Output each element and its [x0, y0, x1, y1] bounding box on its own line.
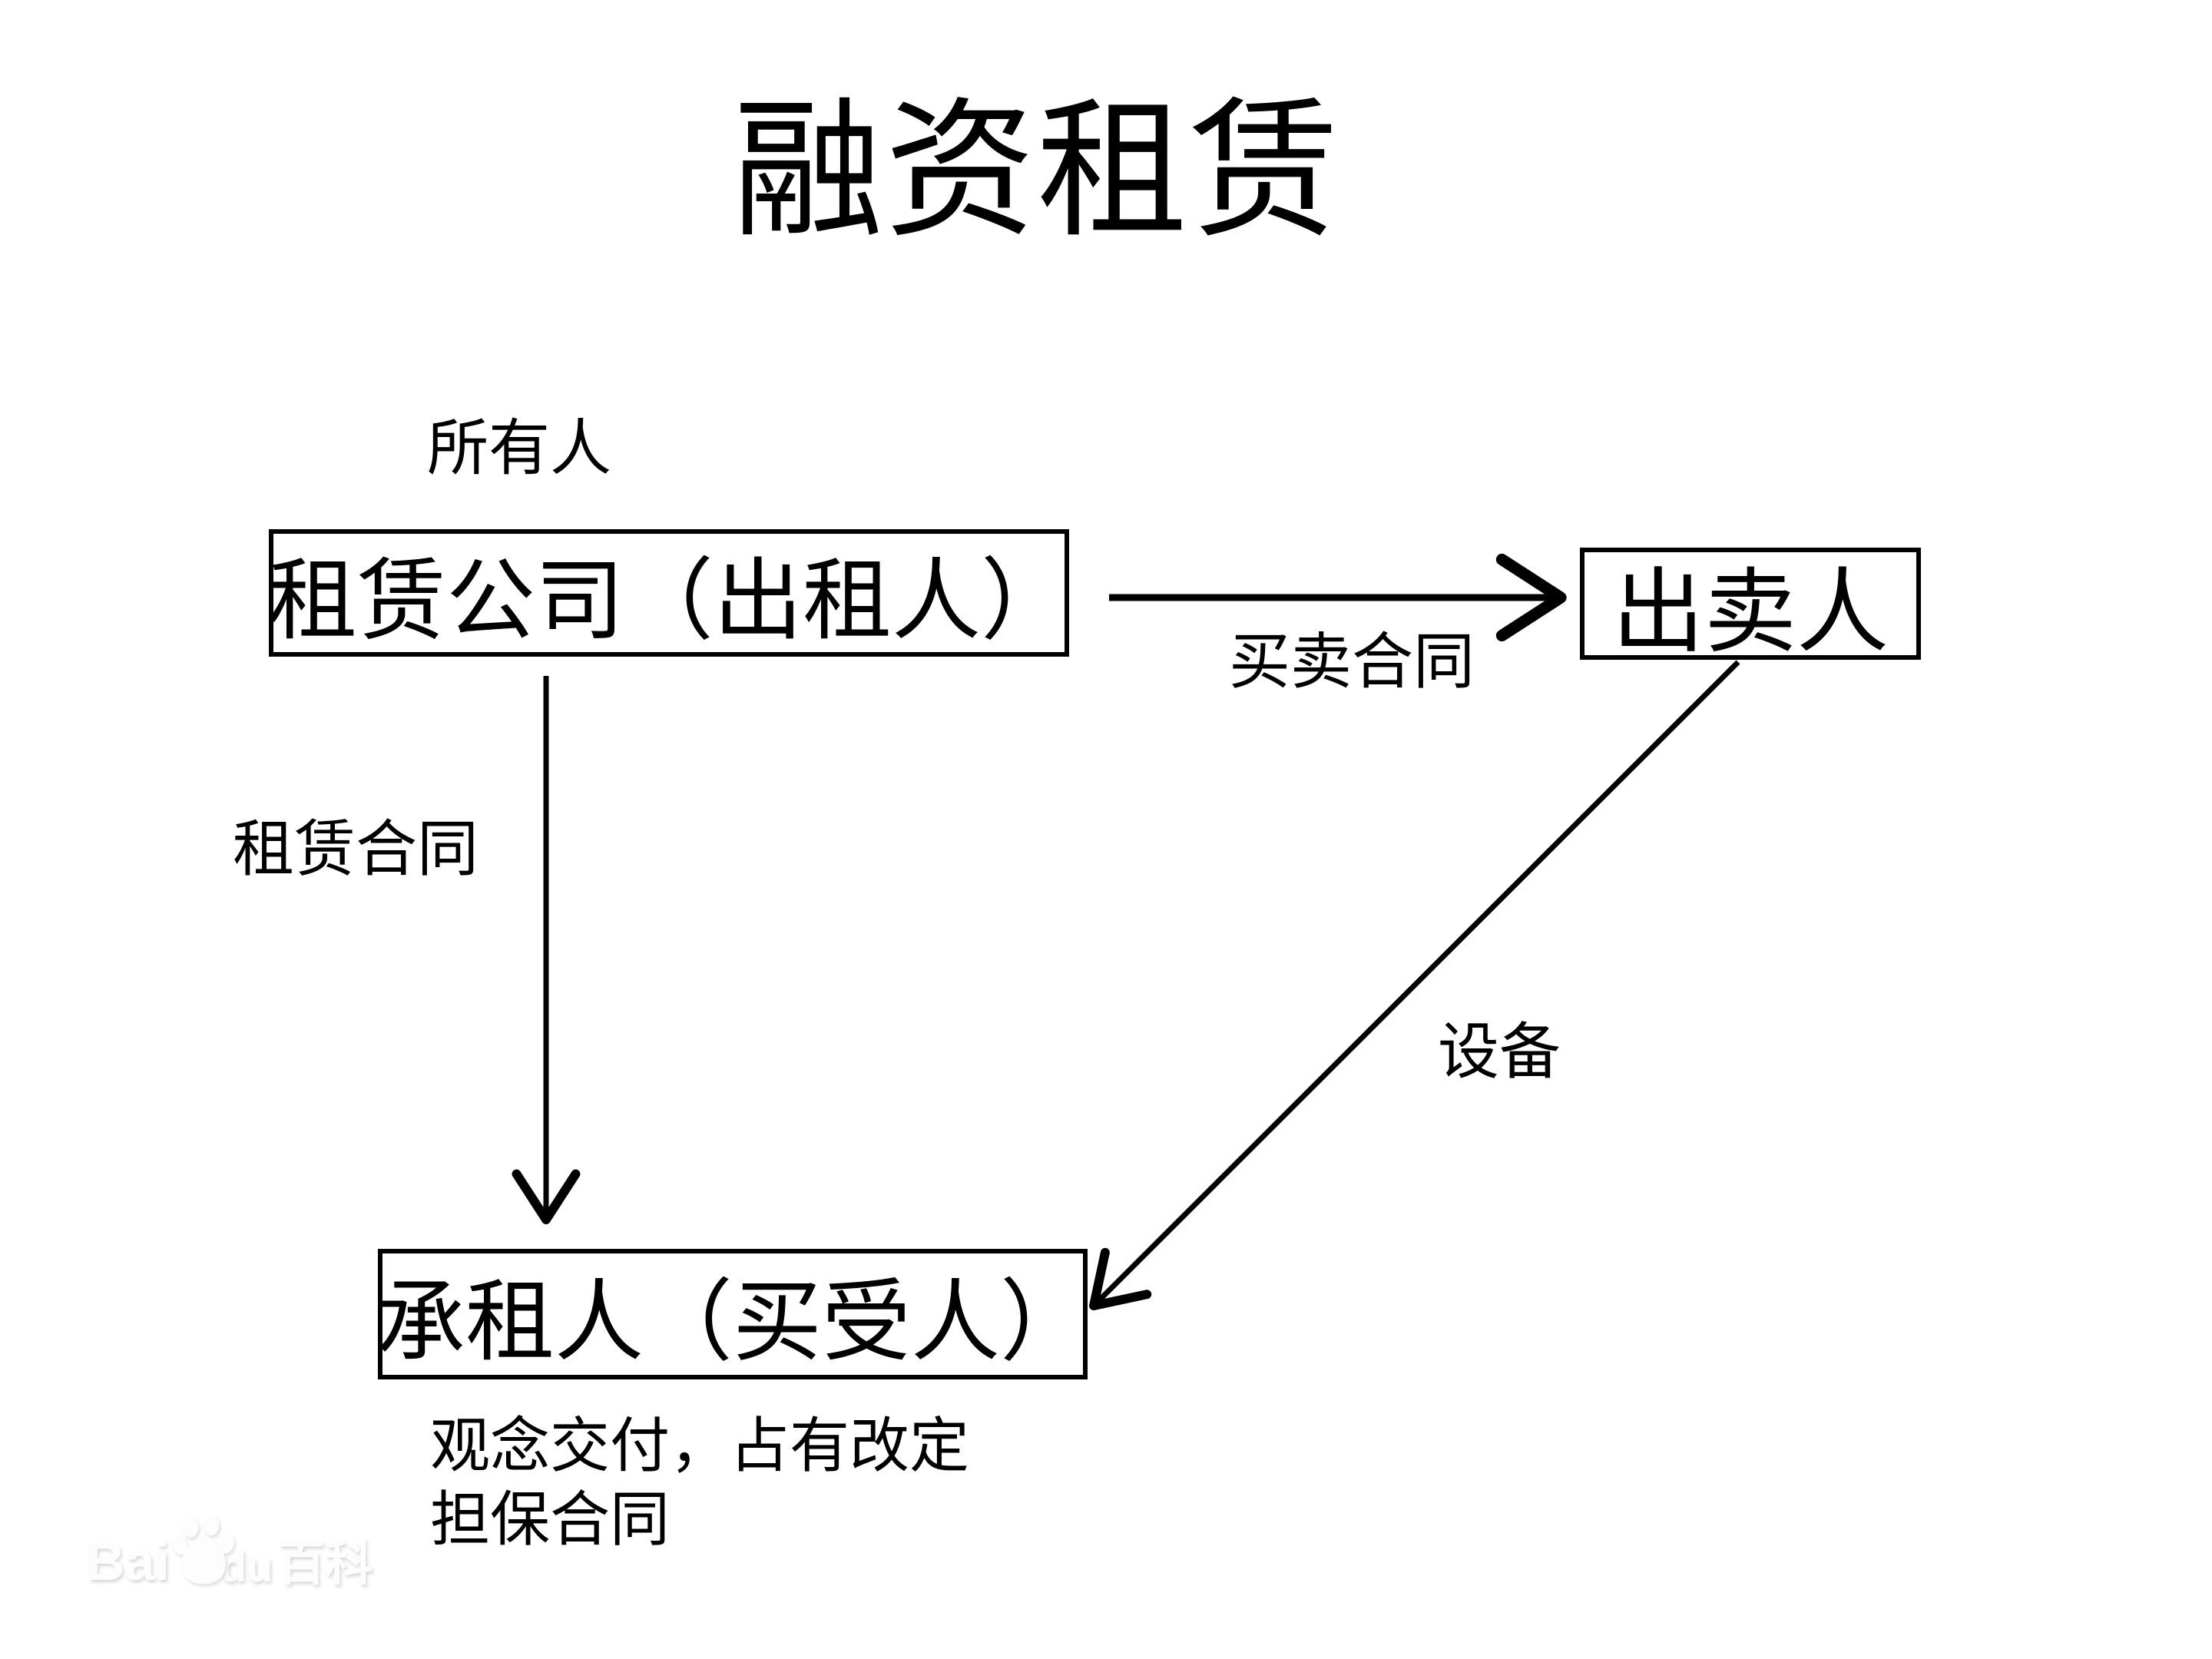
lease-contract-label: 租赁合同	[233, 813, 478, 885]
seller-label: 出卖人	[1612, 559, 1889, 666]
lessee-box: 承租人（买受人）	[376, 1249, 1089, 1379]
page-title: 融资租赁	[732, 84, 1341, 259]
footnote-line-1: 观念交付，占有改定	[430, 1412, 970, 1481]
sale-contract-label: 买卖合同	[1229, 626, 1475, 697]
footnote: 观念交付，占有改定 担保合同	[430, 1410, 969, 1558]
lessee-label: 承租人（买受人）	[376, 1270, 1089, 1374]
paw-icon	[172, 1516, 234, 1584]
watermark-baike: 百科	[277, 1538, 373, 1591]
equipment-arrow	[1089, 660, 1740, 1310]
equipment-label: 设备	[1438, 1016, 1561, 1088]
lessor-label: 租赁公司（出租人）	[268, 549, 1070, 653]
owner-label: 所有人	[427, 412, 611, 484]
watermark: Bai du 百科	[86, 1512, 373, 1588]
watermark-bai: Bai	[86, 1532, 170, 1591]
seller-box: 出卖人	[1580, 548, 1921, 666]
footnote-line-2: 担保合同	[430, 1485, 671, 1555]
lessor-box: 租赁公司（出租人）	[268, 529, 1070, 657]
